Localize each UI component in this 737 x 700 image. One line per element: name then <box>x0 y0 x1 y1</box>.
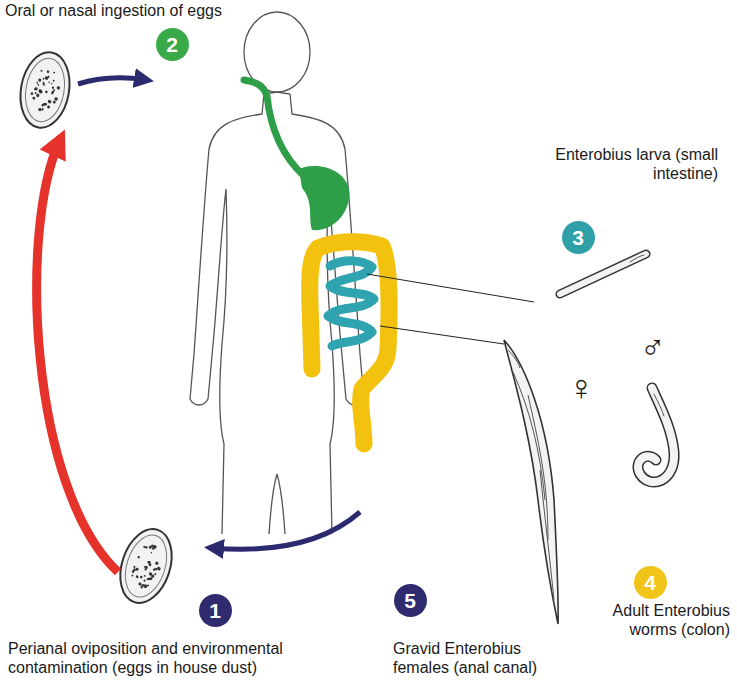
egg-dot <box>149 577 153 581</box>
step-number-circle: 2 <box>156 28 189 61</box>
egg-dot <box>30 92 33 95</box>
egg-dot <box>146 578 149 581</box>
egg-dot <box>151 552 153 554</box>
step-number-circle: 5 <box>394 584 427 617</box>
egg-dot <box>43 103 46 106</box>
egg-dot <box>44 76 48 80</box>
egg-dot <box>155 561 159 565</box>
egg-dot <box>36 94 40 98</box>
egg-dot <box>38 108 42 112</box>
male-worm <box>638 388 674 482</box>
egg-dot <box>42 108 44 110</box>
oviposition-arrow <box>212 512 360 549</box>
egg-dot <box>35 92 37 94</box>
egg-dot <box>151 544 155 548</box>
callout-number: 3 <box>572 227 584 248</box>
egg-dot <box>133 566 136 569</box>
larva <box>560 254 646 294</box>
egg-dot <box>45 90 48 93</box>
egg-dot <box>43 78 45 80</box>
egg-dot <box>53 101 55 103</box>
egg-dot <box>53 101 56 104</box>
egg-dot <box>152 547 155 550</box>
callout-number: 5 <box>404 590 416 611</box>
step-caption: Enterobius larva (small intestine) <box>548 146 718 183</box>
egg-dot <box>54 97 58 101</box>
callout-number: 4 <box>644 572 656 593</box>
egg-dot <box>38 78 42 82</box>
egg-dot <box>143 546 146 549</box>
egg-dot <box>53 72 55 74</box>
egg-dot <box>40 70 42 72</box>
step-caption: Perianal oviposition and environmental c… <box>8 640 308 677</box>
egg-dot <box>37 84 39 86</box>
egg <box>111 522 180 609</box>
egg-dot <box>39 90 43 94</box>
egg-dot <box>42 82 44 84</box>
egg <box>15 48 75 131</box>
step-number-circle: 1 <box>199 594 232 627</box>
transmission-arrow <box>37 140 118 572</box>
sex-symbol: ♂ <box>640 330 684 364</box>
egg-dot <box>135 575 139 579</box>
ingestion-arrow <box>78 78 146 84</box>
egg-dot <box>48 100 52 104</box>
egg-dot <box>144 575 146 577</box>
egg-dot <box>137 556 140 559</box>
callout-number: 1 <box>209 600 221 621</box>
egg-dot <box>144 566 148 570</box>
step-number-circle: 4 <box>634 566 667 599</box>
egg-dot <box>56 86 60 90</box>
step-caption: Gravid Enterobius females (anal canal) <box>393 640 561 677</box>
egg-dot <box>140 586 143 589</box>
egg-dot <box>53 80 55 82</box>
egg-dot <box>51 83 53 85</box>
egg-dot <box>140 575 143 578</box>
egg-dot <box>131 574 133 576</box>
egg-dot <box>42 109 44 111</box>
egg-dot <box>135 567 139 571</box>
egg-dot <box>52 86 55 89</box>
step-caption: Adult Enterobius worms (colon) <box>578 602 730 639</box>
egg-dot <box>36 82 38 84</box>
egg-dot <box>32 97 35 100</box>
step-caption: Oral or nasal ingestion of eggs <box>5 2 255 21</box>
egg-dot <box>51 90 54 93</box>
egg-dot <box>147 584 149 586</box>
egg-dot <box>138 582 142 586</box>
human-figure <box>190 12 534 534</box>
step-number-circle: 3 <box>562 221 595 254</box>
egg-dot <box>143 579 146 582</box>
egg-dot <box>47 105 50 108</box>
egg-dot <box>154 573 157 576</box>
egg-dot <box>157 566 162 571</box>
egg-dot <box>34 87 38 91</box>
egg-dot <box>38 89 42 93</box>
egg-dot <box>151 575 153 577</box>
egg-dot <box>148 563 152 567</box>
egg-dot <box>47 70 50 73</box>
egg-dot <box>155 568 158 571</box>
sex-symbol: ♀ <box>568 370 612 406</box>
callout-number: 2 <box>166 34 178 55</box>
female-worm <box>504 340 558 624</box>
egg-dot <box>48 81 50 83</box>
